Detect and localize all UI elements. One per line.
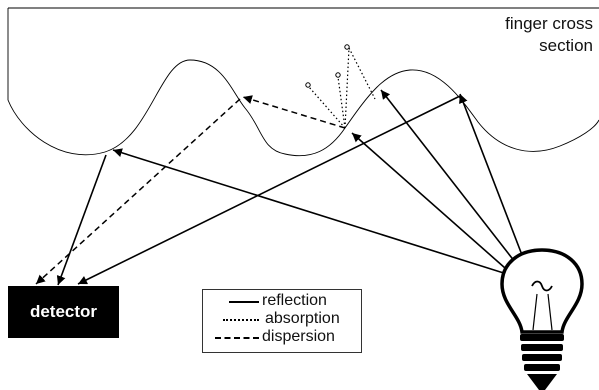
absorption-endpoints <box>305 44 350 88</box>
detector-label: detector <box>29 302 98 321</box>
legend-row-dispersion: dispersion <box>203 328 361 346</box>
legend-row-absorption: absorption <box>203 310 361 328</box>
cross-section-label-line-2: section <box>539 36 593 55</box>
absorption-ray-3 <box>344 47 350 129</box>
bulb-wire-right <box>547 293 553 331</box>
bulb-glass <box>500 248 584 334</box>
reflected-ray-1 <box>56 154 107 286</box>
absorption-dot-3 <box>344 44 350 50</box>
legend-label-absorption: absorption <box>265 310 340 327</box>
bulb-base <box>520 334 564 390</box>
absorption-ray-4 <box>348 47 376 100</box>
light-bulb-icon <box>500 248 584 390</box>
bulb-wire-left <box>532 293 538 331</box>
dotted-line-swatch <box>223 319 259 321</box>
legend-row-reflection: reflection <box>203 292 361 310</box>
bulb-filament <box>531 280 553 292</box>
finger-cross-section-label: finger cross section <box>505 13 593 57</box>
dispersion-segment-1 <box>242 95 346 129</box>
incident-ray-3 <box>380 89 516 263</box>
legend-label-dispersion: dispersion <box>262 328 335 345</box>
absorption-dot-1 <box>305 82 311 88</box>
absorption-rays <box>308 47 376 129</box>
absorption-dot-2 <box>335 72 341 78</box>
legend-label-reflection: reflection <box>262 292 327 309</box>
finger-outline <box>7 7 599 157</box>
absorption-ray-2 <box>337 76 346 129</box>
reflected-ray-2 <box>77 95 461 285</box>
incident-ray-2 <box>459 93 523 256</box>
dispersion-rays <box>35 95 346 285</box>
solid-line-swatch <box>229 301 259 303</box>
dashed-line-swatch <box>215 337 259 339</box>
absorption-ray-1 <box>308 86 346 129</box>
cross-section-label-line-1: finger cross <box>505 14 593 33</box>
detector-box: detector <box>8 286 119 338</box>
incident-ray-4 <box>351 132 506 269</box>
dispersion-segment-2 <box>35 98 241 285</box>
legend: reflection absorption dispersion <box>202 289 362 353</box>
reflection-rays <box>56 89 523 286</box>
incident-ray-1 <box>112 148 511 276</box>
